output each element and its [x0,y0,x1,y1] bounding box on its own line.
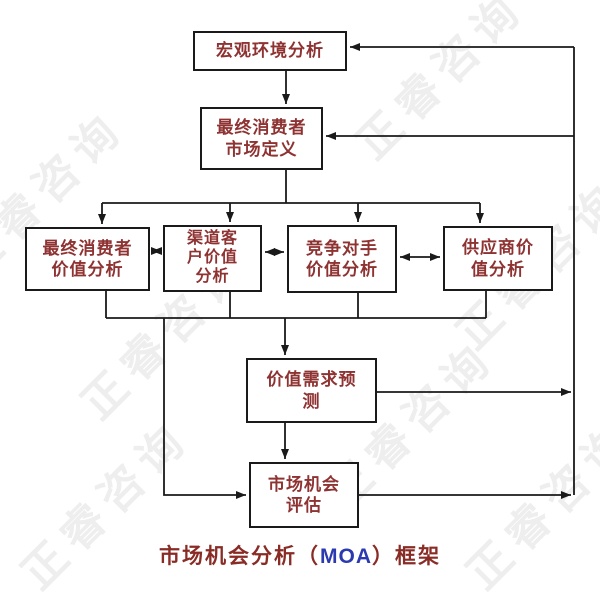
box-market-opportunity-evaluation: 市场机会 评估 [249,462,359,528]
box-final-consumer-market-definition: 最终消费者 市场定义 [200,107,323,170]
diagram-title-prefix: 市场机会分析（ [159,545,320,568]
box-value-demand-forecast: 价值需求预 测 [246,358,377,423]
box-macro-environment-analysis: 宏观环境分析 [193,31,347,71]
diagram-title: 市场机会分析（MOA）框架 [0,540,600,570]
arrow-collector-to-eval-left [163,318,246,499]
diagram-title-moa: MOA [320,545,372,568]
box-final-consumer-value-analysis: 最终消费者 价值分析 [25,227,150,291]
box-channel-customer-value-analysis: 渠道客 户价值 分析 [163,225,262,292]
box-supplier-value-analysis: 供应商价 值分析 [443,226,553,291]
box-competitor-value-analysis: 竞争对手 价值分析 [287,225,397,293]
diagram-title-suffix: ）框架 [372,545,441,568]
